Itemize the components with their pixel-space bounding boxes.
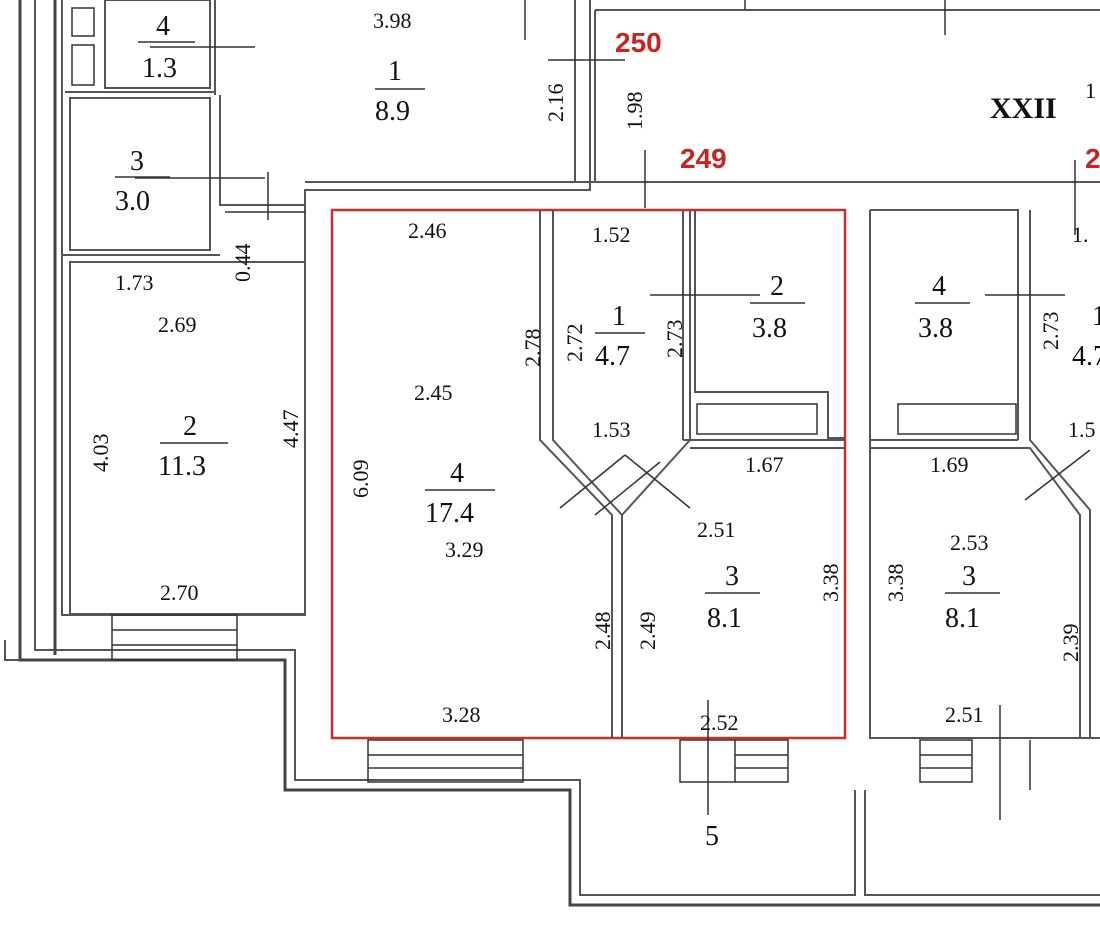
room-3-left-outline (69, 97, 211, 251)
apartment-number-partial: 2 (1085, 143, 1100, 174)
room-number: 3 (130, 146, 144, 177)
dimension-label: 2.39 (1058, 624, 1083, 663)
dimension-label: 2.78 (520, 329, 545, 368)
room-4-small-outline (104, 0, 211, 89)
dimension-label: 1.5 (1068, 417, 1096, 442)
dimension-label: 2.49 (635, 612, 660, 651)
room-number: 1 (388, 56, 402, 87)
dimension-label: 2.73 (662, 320, 687, 359)
dimension-label: 2.51 (945, 702, 984, 727)
apartment-249-outline (330, 208, 847, 740)
room-number: 1 (612, 301, 626, 332)
right-apartment-walls (744, 0, 1100, 820)
room-number: 4 (932, 271, 946, 302)
windows-249 (367, 700, 789, 815)
dimension-label: 4.47 (278, 410, 303, 449)
room-area: 3.0 (115, 186, 150, 217)
dimension-label: 1.73 (115, 270, 154, 295)
dimension-label: 2.69 (158, 312, 197, 337)
room-area: 4.7 (1072, 341, 1100, 372)
dimension-label: 2.51 (697, 517, 736, 542)
room-area: 4.7 (595, 341, 630, 372)
section-label: XXII (990, 92, 1057, 125)
room-number: 3 (962, 561, 976, 592)
room-number: 3 (725, 561, 739, 592)
dimension-label: 1.53 (592, 417, 631, 442)
dimension-label: 1.67 (745, 452, 784, 477)
dimension-label: 2.16 (543, 84, 568, 123)
room-area: 11.3 (158, 451, 206, 482)
dimension-label: 2.48 (590, 612, 615, 651)
room-area: 8.1 (707, 603, 742, 634)
room-area: 1.3 (142, 53, 177, 84)
dimension-label: 1. (1072, 222, 1089, 247)
dimension-label: 2.72 (562, 324, 587, 363)
dimension-label: 3.29 (445, 537, 484, 562)
dimension-label: 3.98 (373, 8, 412, 33)
window-left (111, 614, 238, 661)
dimension-label: 5 (705, 821, 719, 852)
dimension-label: 3.38 (883, 564, 908, 603)
dimension-label: 1.52 (592, 222, 631, 247)
dimension-label: 3.28 (442, 702, 481, 727)
dimension-label: 6.09 (348, 460, 373, 499)
room-area: 3.8 (918, 313, 953, 344)
dimension-label: 2.45 (414, 380, 453, 405)
room-number: 1 (1092, 301, 1100, 332)
dimension-label: 2.70 (160, 580, 199, 605)
apartment-number-249: 249 (680, 143, 727, 174)
dimension-label: 4.03 (88, 434, 113, 473)
room-number: 2 (770, 271, 784, 302)
dimension-label: 1.98 (622, 92, 647, 131)
interior-walls-249 (539, 150, 845, 738)
room-area: 8.9 (375, 96, 410, 127)
room-area: 17.4 (425, 498, 474, 529)
dimension-label: 3.38 (818, 564, 843, 603)
dimension-label: 2.46 (408, 218, 447, 243)
room-area: 8.1 (945, 603, 980, 634)
fraction-bars (115, 41, 1000, 594)
room-number: 2 (183, 411, 197, 442)
bath-fixture (696, 403, 818, 435)
room-number: 4 (450, 458, 464, 489)
dimension-label: 0.44 (230, 244, 255, 283)
dimension-label: 1.69 (930, 452, 969, 477)
room-area: 3.8 (752, 313, 787, 344)
dimension-label: 2.53 (950, 530, 989, 555)
dimension-label: 2.52 (700, 710, 739, 735)
dimension-label: 2.73 (1038, 312, 1063, 351)
room-number: 4 (156, 11, 170, 42)
room-2-left-outline (69, 261, 306, 615)
apartment-number-250: 250 (615, 27, 662, 58)
section-suffix: 1 (1085, 78, 1096, 103)
